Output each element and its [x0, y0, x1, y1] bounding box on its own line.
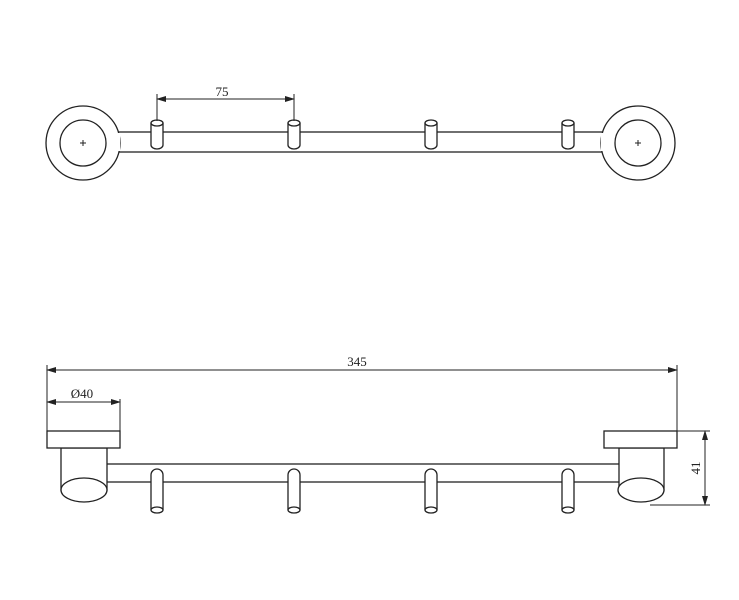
right-wall-mount-top	[600, 105, 676, 181]
left-wall-mount-front	[46, 430, 121, 503]
diameter-label: Ø40	[71, 386, 93, 401]
hook-front	[150, 468, 164, 510]
top-view: 75	[45, 84, 676, 181]
center-mark-icon	[635, 140, 641, 146]
hook-spacing-label: 75	[216, 84, 229, 99]
hooks-top	[150, 119, 575, 150]
height-label: 41	[688, 462, 703, 475]
hook-front	[424, 468, 438, 510]
center-mark-icon	[80, 140, 86, 146]
hook-top	[424, 123, 438, 150]
hooks-front	[150, 468, 575, 514]
hook-top	[150, 123, 164, 150]
overall-length-label: 345	[347, 354, 367, 369]
rail-top	[107, 131, 614, 153]
dimension-overall-length: 345	[46, 354, 678, 431]
hook-top	[287, 123, 301, 150]
hook-front	[561, 468, 575, 510]
hook-front-end	[150, 506, 164, 514]
hook-top-cap	[424, 119, 438, 127]
hook-front-end	[287, 506, 301, 514]
hook-front-end	[424, 506, 438, 514]
rail-front	[103, 463, 623, 483]
dimension-diameter: Ø40	[46, 386, 121, 431]
hook-front-end	[561, 506, 575, 514]
front-view: 345 Ø40 41	[46, 354, 710, 514]
dimension-hook-spacing: 75	[156, 84, 295, 121]
right-wall-mount-front	[603, 430, 678, 503]
hook-front	[287, 468, 301, 510]
dimension-height: 41	[650, 430, 710, 506]
hook-top	[561, 123, 575, 150]
hook-top-cap	[561, 119, 575, 127]
